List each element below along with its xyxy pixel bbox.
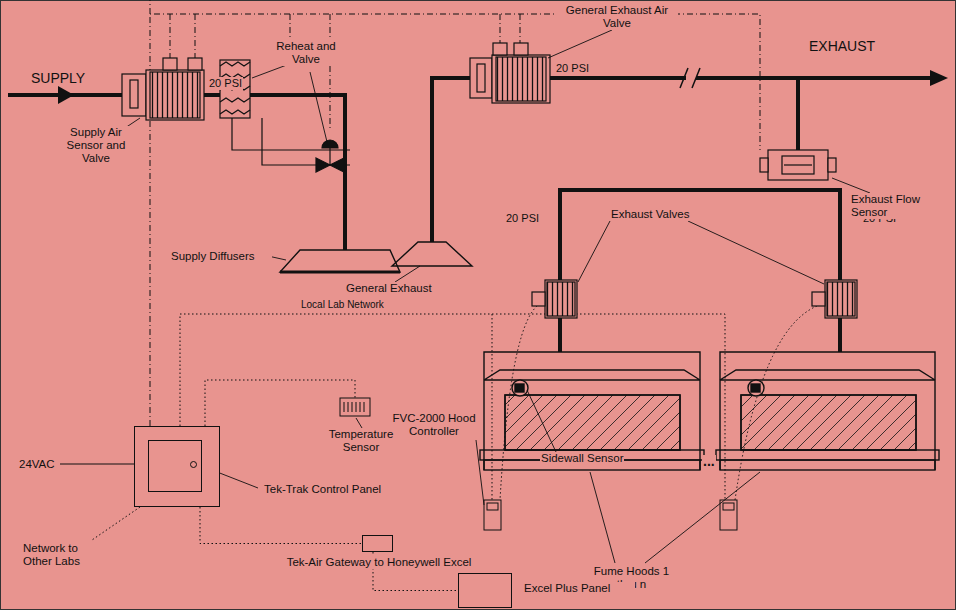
- label-text: SUPPLY: [30, 72, 86, 85]
- panel-door: [148, 440, 202, 492]
- label-text: FVC-2000 Hood Controller: [390, 412, 478, 438]
- label-text: General Exhaust: [345, 282, 433, 295]
- network-link: [200, 507, 362, 544]
- label-text: 20 PSI: [555, 62, 590, 75]
- node-label: Tek-Air Gateway to Honeywell Excel: [273, 556, 485, 569]
- panel-box: Tek-Air Gateway to Honeywell Excel: [362, 535, 393, 552]
- label-text: Local Lab Network: [300, 298, 385, 311]
- label-text: Reheat and Valve: [262, 40, 350, 66]
- label-text: 20 PSI: [505, 212, 540, 225]
- label-text: Sidewall Sensor: [540, 452, 624, 465]
- label-text: General Exhaust Air Valve: [556, 4, 678, 30]
- label-text: EXHAUST: [808, 40, 876, 53]
- node-label: Tek-Trak Control Panel: [263, 483, 415, 496]
- panel-box: Excel Plus Panel: [458, 573, 512, 608]
- label-text: Supply Air Sensor and Valve: [60, 126, 132, 165]
- node-label: Excel Plus Panel: [523, 582, 635, 595]
- label-text: 24VAC: [18, 458, 56, 471]
- label-text: 20 PSI: [208, 77, 243, 90]
- label-text: Network to Other Labs: [22, 542, 94, 568]
- panel-knob: [190, 461, 197, 468]
- control-panel-box: Tek-Trak Control Panel: [134, 426, 220, 507]
- label-text: Supply Diffusers: [170, 250, 272, 263]
- label-text: Exhaust Flow Sensor: [850, 193, 922, 219]
- label-text: ...: [702, 455, 716, 468]
- label-text: Temperature Sensor: [320, 428, 402, 454]
- label-text: Exhaust Valves: [610, 208, 690, 221]
